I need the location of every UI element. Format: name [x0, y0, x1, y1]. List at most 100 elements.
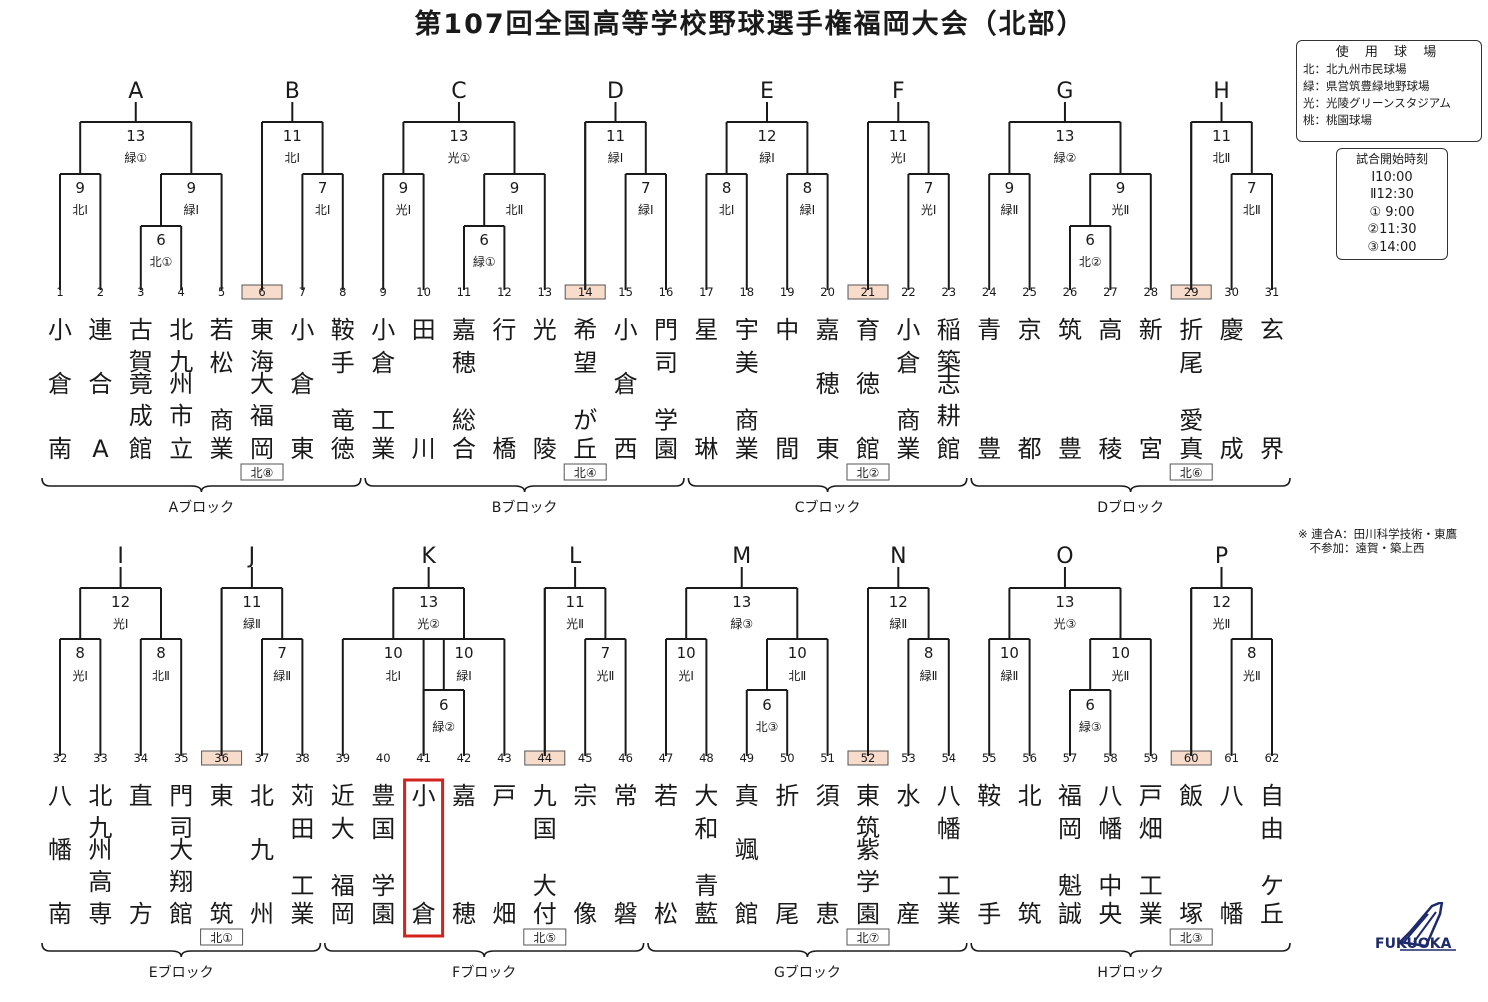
group-a-right-match-day: 9	[187, 179, 197, 197]
team-name-char: 東	[210, 782, 234, 810]
team-name-char: 海	[250, 348, 274, 376]
start-time-line: ③14:00	[1367, 239, 1417, 255]
block-brace	[364, 477, 685, 493]
team-number: 46	[618, 751, 633, 765]
block-brace	[647, 942, 968, 958]
team-name-char: 豊	[977, 435, 1001, 463]
team-name-char: 翔	[169, 868, 193, 896]
team-name-char: 鞍	[977, 782, 1001, 810]
team-name-char: 慶	[1220, 316, 1244, 344]
team-name-char: 業	[1139, 900, 1163, 928]
seed-tag: 北⑤	[533, 931, 556, 945]
team-name-char: 大	[250, 370, 274, 398]
group-a-letter: A	[128, 79, 143, 104]
group-c-first-round-day: 6	[479, 231, 489, 249]
start-time-line: ②11:30	[1367, 222, 1417, 237]
team-name-char: 小	[48, 316, 72, 344]
group-c-letter: C	[451, 79, 466, 104]
group-c-final-venue: 光①	[448, 151, 471, 165]
team-name-char: 玄	[1260, 316, 1284, 344]
team-name-char: 幡	[1220, 900, 1244, 928]
team-name-char: 州	[169, 370, 193, 398]
team-number: 35	[174, 751, 189, 765]
team-number: 1	[56, 285, 63, 299]
group-h-right-match-day: 7	[1247, 179, 1257, 197]
team-name-char: 間	[775, 435, 799, 463]
team-name-char: 業	[735, 435, 759, 463]
group-n-letter: N	[890, 544, 906, 569]
group-h-letter: H	[1213, 79, 1230, 104]
team-name-char: 中	[1098, 872, 1122, 900]
seed-tag: 北⑥	[1180, 466, 1203, 480]
team-number: 17	[699, 285, 714, 299]
team-name-char: 学	[654, 407, 678, 435]
team-number: 30	[1224, 285, 1239, 299]
group-d-final-day: 11	[606, 127, 625, 145]
seed-tag-box	[563, 463, 607, 481]
team-name-char: 希	[573, 316, 597, 344]
group-g-left-match-day: 9	[1005, 179, 1015, 197]
team-number: 49	[739, 751, 754, 765]
team-name-char: 川	[412, 435, 436, 463]
team-number: 61	[1224, 751, 1239, 765]
team-name-char: 北	[169, 316, 193, 344]
team-name-char: 九	[250, 836, 274, 864]
group-h-right-match-venue: 北Ⅱ	[1243, 203, 1261, 217]
team-name-char: 紫	[856, 836, 880, 864]
team-name-char: 付	[533, 900, 557, 928]
team-name-char: 国	[371, 815, 395, 843]
team-name-char: 光	[533, 316, 557, 344]
group-m-left-match-venue: 光Ⅰ	[678, 669, 694, 683]
team-name-char: 青	[977, 316, 1001, 344]
group-i-letter: I	[117, 544, 124, 569]
team-name-char: 耕	[937, 402, 961, 430]
group-o-letter: O	[1056, 544, 1073, 569]
group-j-final-day: 11	[242, 593, 261, 611]
team-number: 55	[982, 751, 997, 765]
group-p-final-day: 12	[1212, 593, 1231, 611]
team-name-char: 方	[129, 900, 153, 928]
team-name-char: 八	[1098, 782, 1122, 810]
group-p-right-match-day: 8	[1247, 644, 1257, 662]
group-l-final-venue: 光Ⅱ	[566, 617, 584, 631]
group-g-first-round-day: 6	[1085, 231, 1095, 249]
team-name-char: 成	[1220, 435, 1244, 463]
footnote: ※ 連合A：田川科学技術・東鷹 不参加：遠賀・築上西	[1298, 527, 1457, 555]
team-name-char: 界	[1260, 435, 1284, 463]
seed-tag-box	[846, 928, 890, 946]
group-g-final-venue: 緑②	[1054, 150, 1077, 165]
team-name-char: 志	[937, 370, 961, 398]
team-name-char: 戸	[1139, 782, 1163, 810]
team-name-char: 小	[290, 316, 314, 344]
team-name-char: 業	[896, 435, 920, 463]
block-brace	[687, 477, 968, 493]
team-name-char: 恵	[816, 900, 840, 928]
group-c-first-round-venue: 緑①	[473, 254, 496, 269]
group-e-right-match-venue: 緑Ⅰ	[800, 202, 816, 217]
team-number: 47	[659, 751, 674, 765]
team-number: 7	[299, 285, 306, 299]
team-name-char: 工	[1139, 872, 1163, 900]
team-number: 48	[699, 751, 714, 765]
team-name-char: 筑	[1018, 900, 1042, 928]
team-number: 41	[416, 751, 431, 765]
team-number: 36	[214, 751, 229, 765]
group-i-right-match-day: 8	[156, 644, 166, 662]
team-name-char: 真	[1179, 435, 1203, 463]
team-name-char: 大	[331, 815, 355, 843]
team-number: 58	[1103, 751, 1118, 765]
team-name-char: 松	[654, 900, 678, 928]
team-name-char: 中	[775, 316, 799, 344]
team-name-char: 愛	[1179, 407, 1203, 435]
team-name-char: 穂	[452, 900, 476, 928]
team-name-char: 豊	[371, 782, 395, 810]
team-name-char: 竜	[331, 407, 355, 435]
venue-legend: 使 用 球 場 北：北九州市民球場 緑：県営筑豊緑地野球場 光：光陵グリーンスタ…	[1296, 40, 1482, 142]
seed-tag: 北②	[857, 466, 880, 480]
team-name-char: 南	[48, 900, 72, 928]
team-name-char: 園	[371, 900, 395, 928]
group-b-final-day: 11	[283, 127, 302, 145]
group-o-left-match-venue: 緑Ⅱ	[1000, 668, 1018, 683]
team-name-char: 門	[654, 316, 678, 344]
team-number: 29	[1184, 285, 1199, 299]
